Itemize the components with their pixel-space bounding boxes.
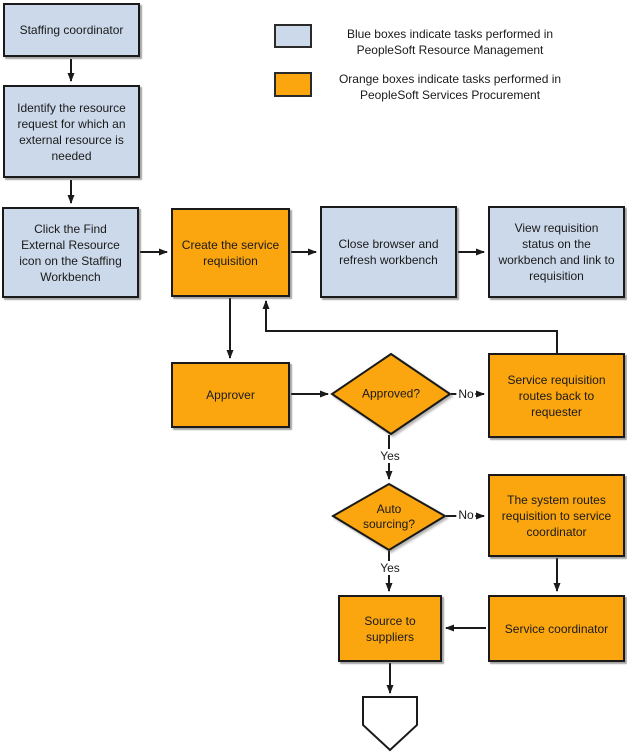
edge-label-auto-sourcing-yes: Yes <box>378 561 402 575</box>
arrow-routes-back-to-create-feedback <box>262 300 558 353</box>
approved-decision-shape <box>330 352 452 436</box>
node-staffing-coordinator: Staffing coordinator <box>3 3 140 57</box>
legend-blue-text: Blue boxes indicate tasks performed in P… <box>346 27 554 57</box>
edge-label-auto-sourcing-no: No <box>456 508 476 522</box>
node-identify-resource-request: Identify the resource request for which … <box>3 85 140 178</box>
offpage-connector-shape <box>362 696 418 752</box>
legend-orange-text: Orange boxes indicate tasks performed in… <box>338 72 562 102</box>
node-approver: Approver <box>171 362 290 428</box>
node-click-find-external-resource: Click the Find External Resource icon on… <box>2 207 139 298</box>
decision-auto-sourcing-label: Auto sourcing? <box>362 502 416 531</box>
node-service-coordinator: Service coordinator <box>488 595 625 662</box>
legend-orange-swatch <box>274 72 312 97</box>
node-service-requisition-routes-back: Service requisition routes back to reque… <box>488 353 625 438</box>
edge-label-approved-no: No <box>456 387 476 401</box>
decision-approved-label: Approved? <box>361 386 421 401</box>
node-view-requisition-status: View requisition status on the workbench… <box>488 206 625 298</box>
node-close-browser-refresh-workbench: Close browser and refresh workbench <box>320 206 457 298</box>
auto-sourcing-decision-shape <box>331 482 447 552</box>
node-source-to-suppliers: Source to suppliers <box>338 595 442 662</box>
edge-label-approved-yes: Yes <box>378 449 402 463</box>
node-create-service-requisition: Create the service requisition <box>171 208 290 297</box>
node-system-routes-requisition: The system routes requisition to service… <box>488 474 625 557</box>
legend-blue-swatch <box>274 24 312 48</box>
